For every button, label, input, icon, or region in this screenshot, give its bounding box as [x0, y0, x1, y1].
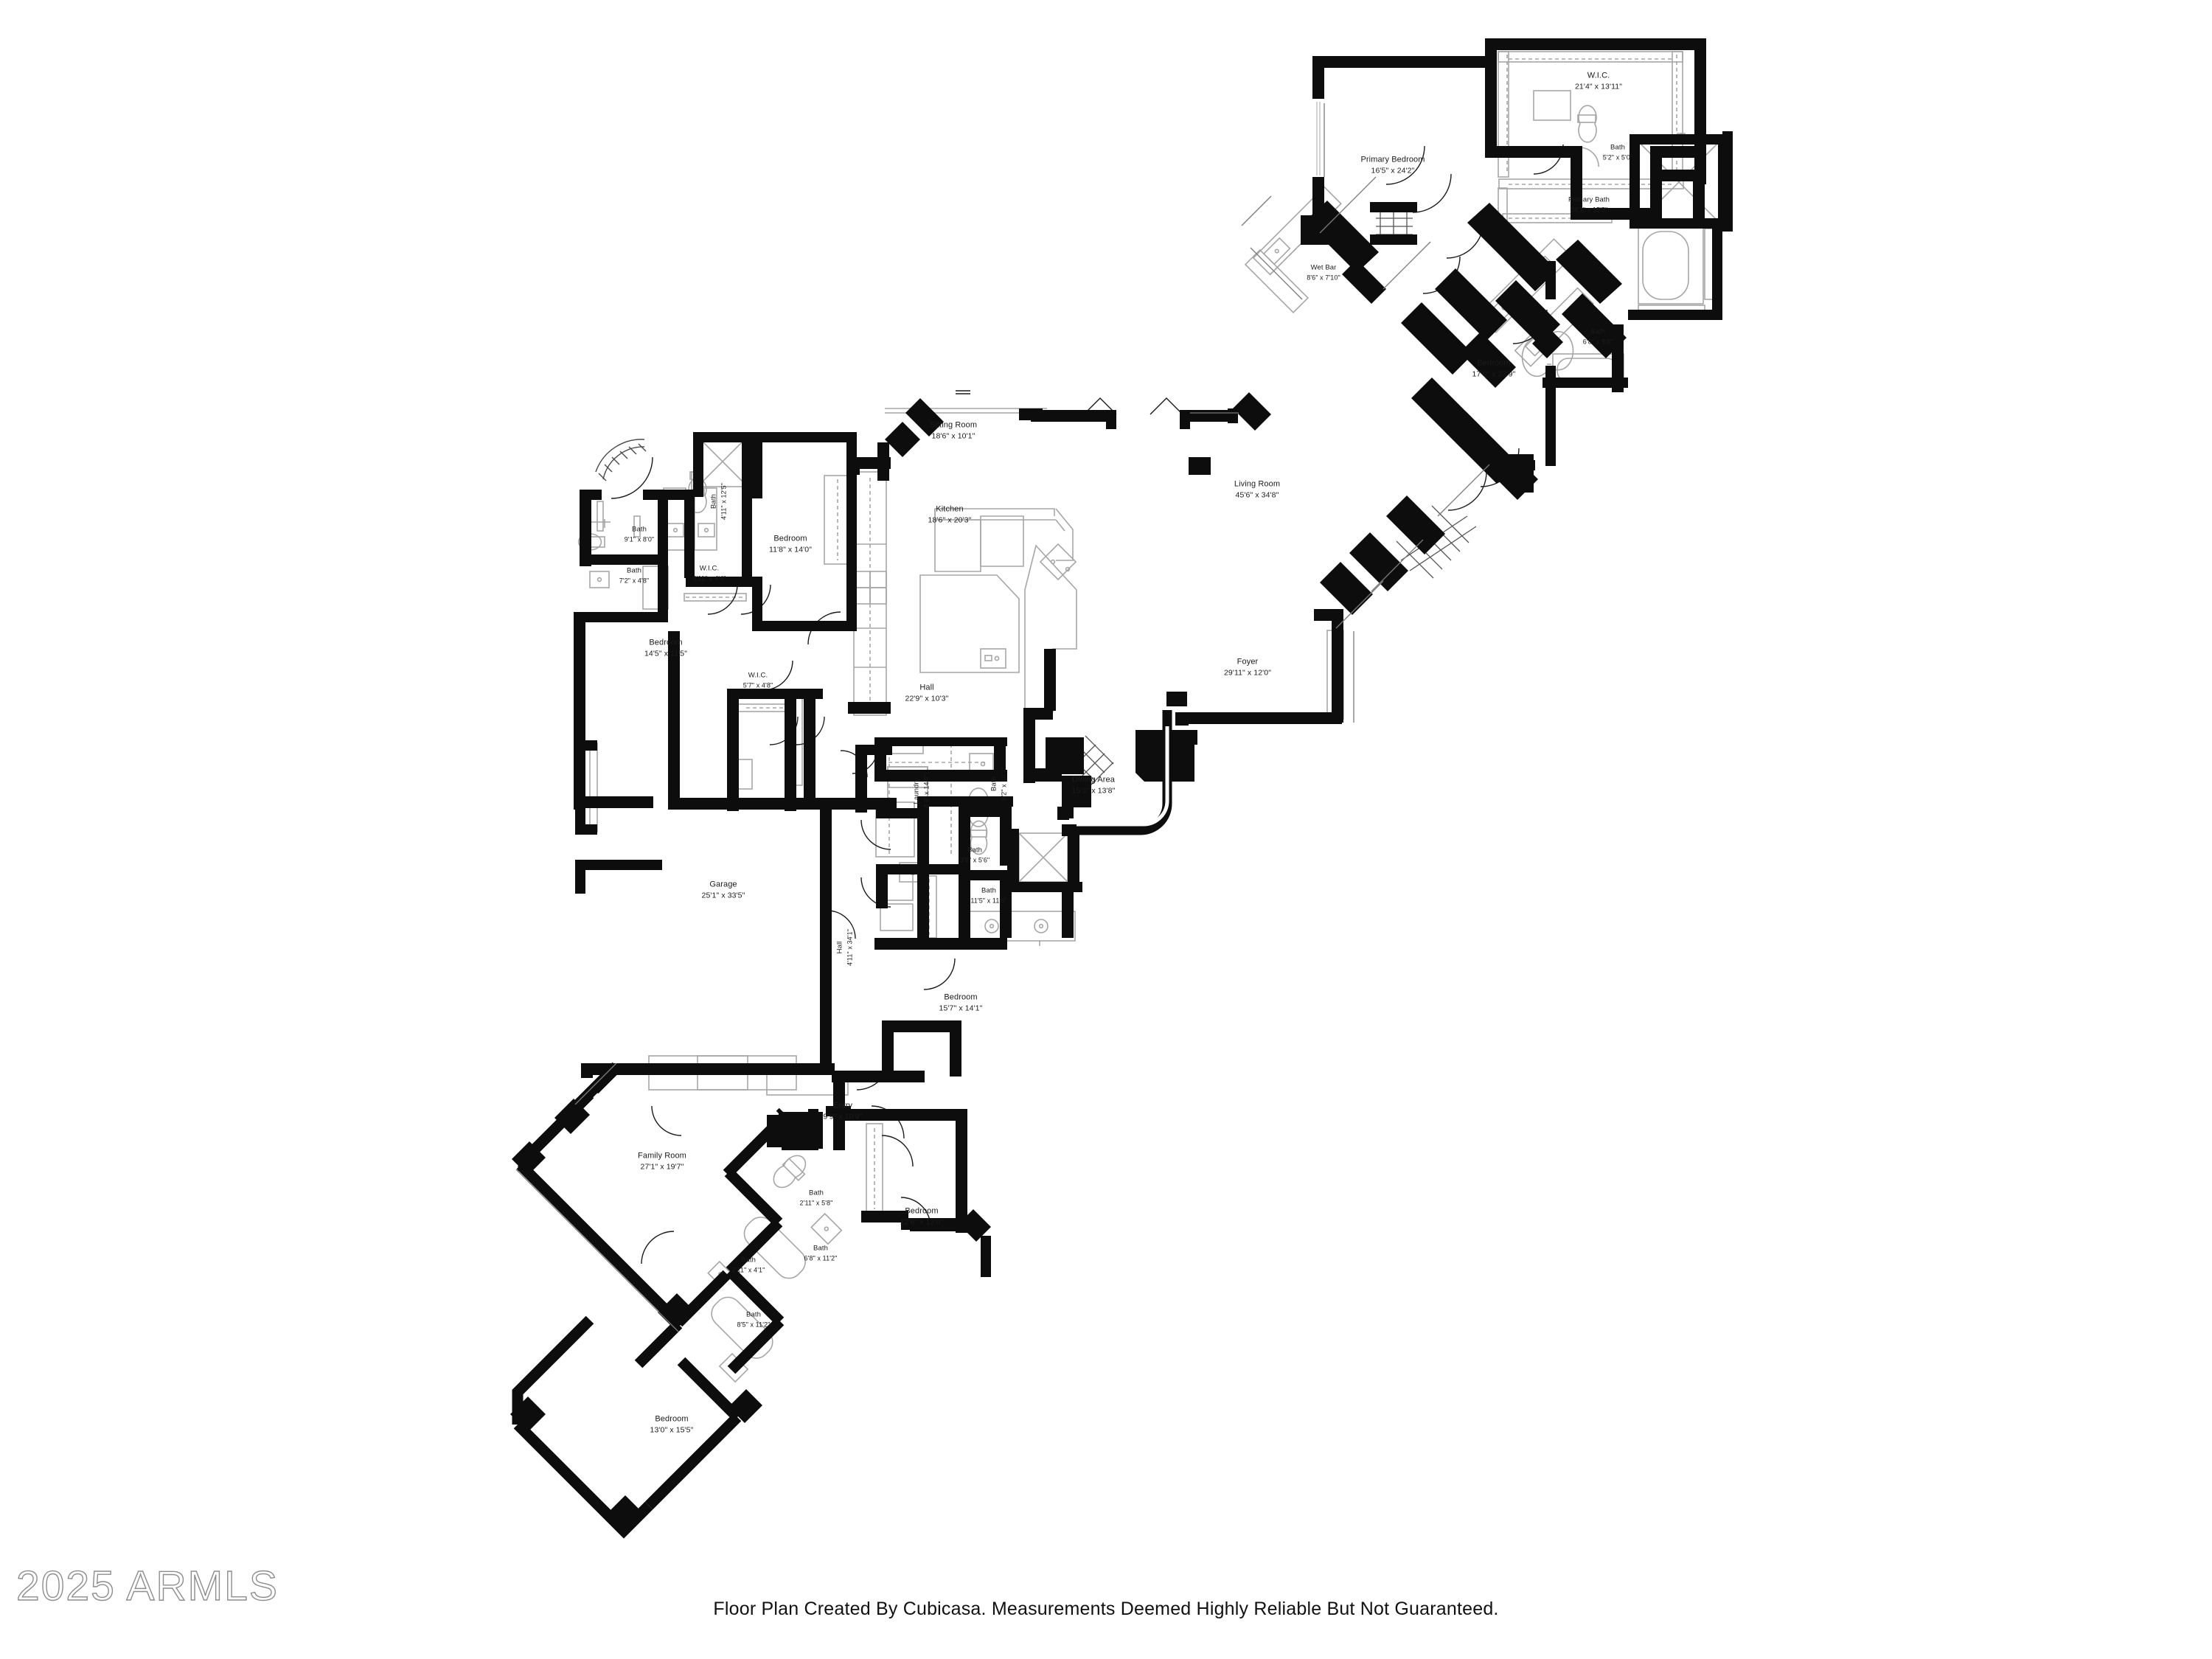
footer-disclaimer: Floor Plan Created By Cubicasa. Measurem… [713, 1599, 1499, 1619]
armls-watermark: 2025 ARMLS [15, 1562, 279, 1610]
walls-layer [510, 38, 1733, 1539]
thin-envelope [515, 103, 1490, 1332]
